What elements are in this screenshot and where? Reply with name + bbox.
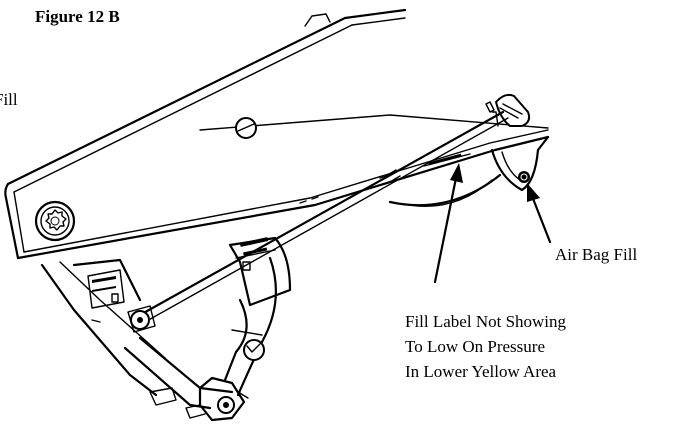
housing-markings [299,153,471,204]
foot-clevis [123,336,249,422]
lower-arm [223,256,278,397]
main-housing [4,8,550,260]
fill-label-line-3: In Lower Yellow Area [405,362,557,381]
air-bag-fill-label: Air Bag Fill [555,245,637,264]
adjust-knob [485,93,531,127]
fill-label-line-2: To Low On Pressure [405,337,545,356]
gear-shaft-icon [34,200,76,242]
support-rod [138,110,509,323]
mount-bracket [228,236,292,307]
arrow-fill-label [433,163,463,284]
figure-title: Figure 12 B [35,7,120,26]
slotted-screw-icon [235,117,257,139]
fill-label-line-1: Fill Label Not Showing [405,312,567,331]
cut-off-fill-label: Fill [0,90,18,109]
arrow-air-bag-fill [527,183,552,244]
pressure-gauge-pod [490,135,550,192]
lower-frame [40,258,166,397]
skirt-curve [388,173,502,207]
skirt-curve-inner [409,179,493,207]
rod-pivot [127,305,156,333]
